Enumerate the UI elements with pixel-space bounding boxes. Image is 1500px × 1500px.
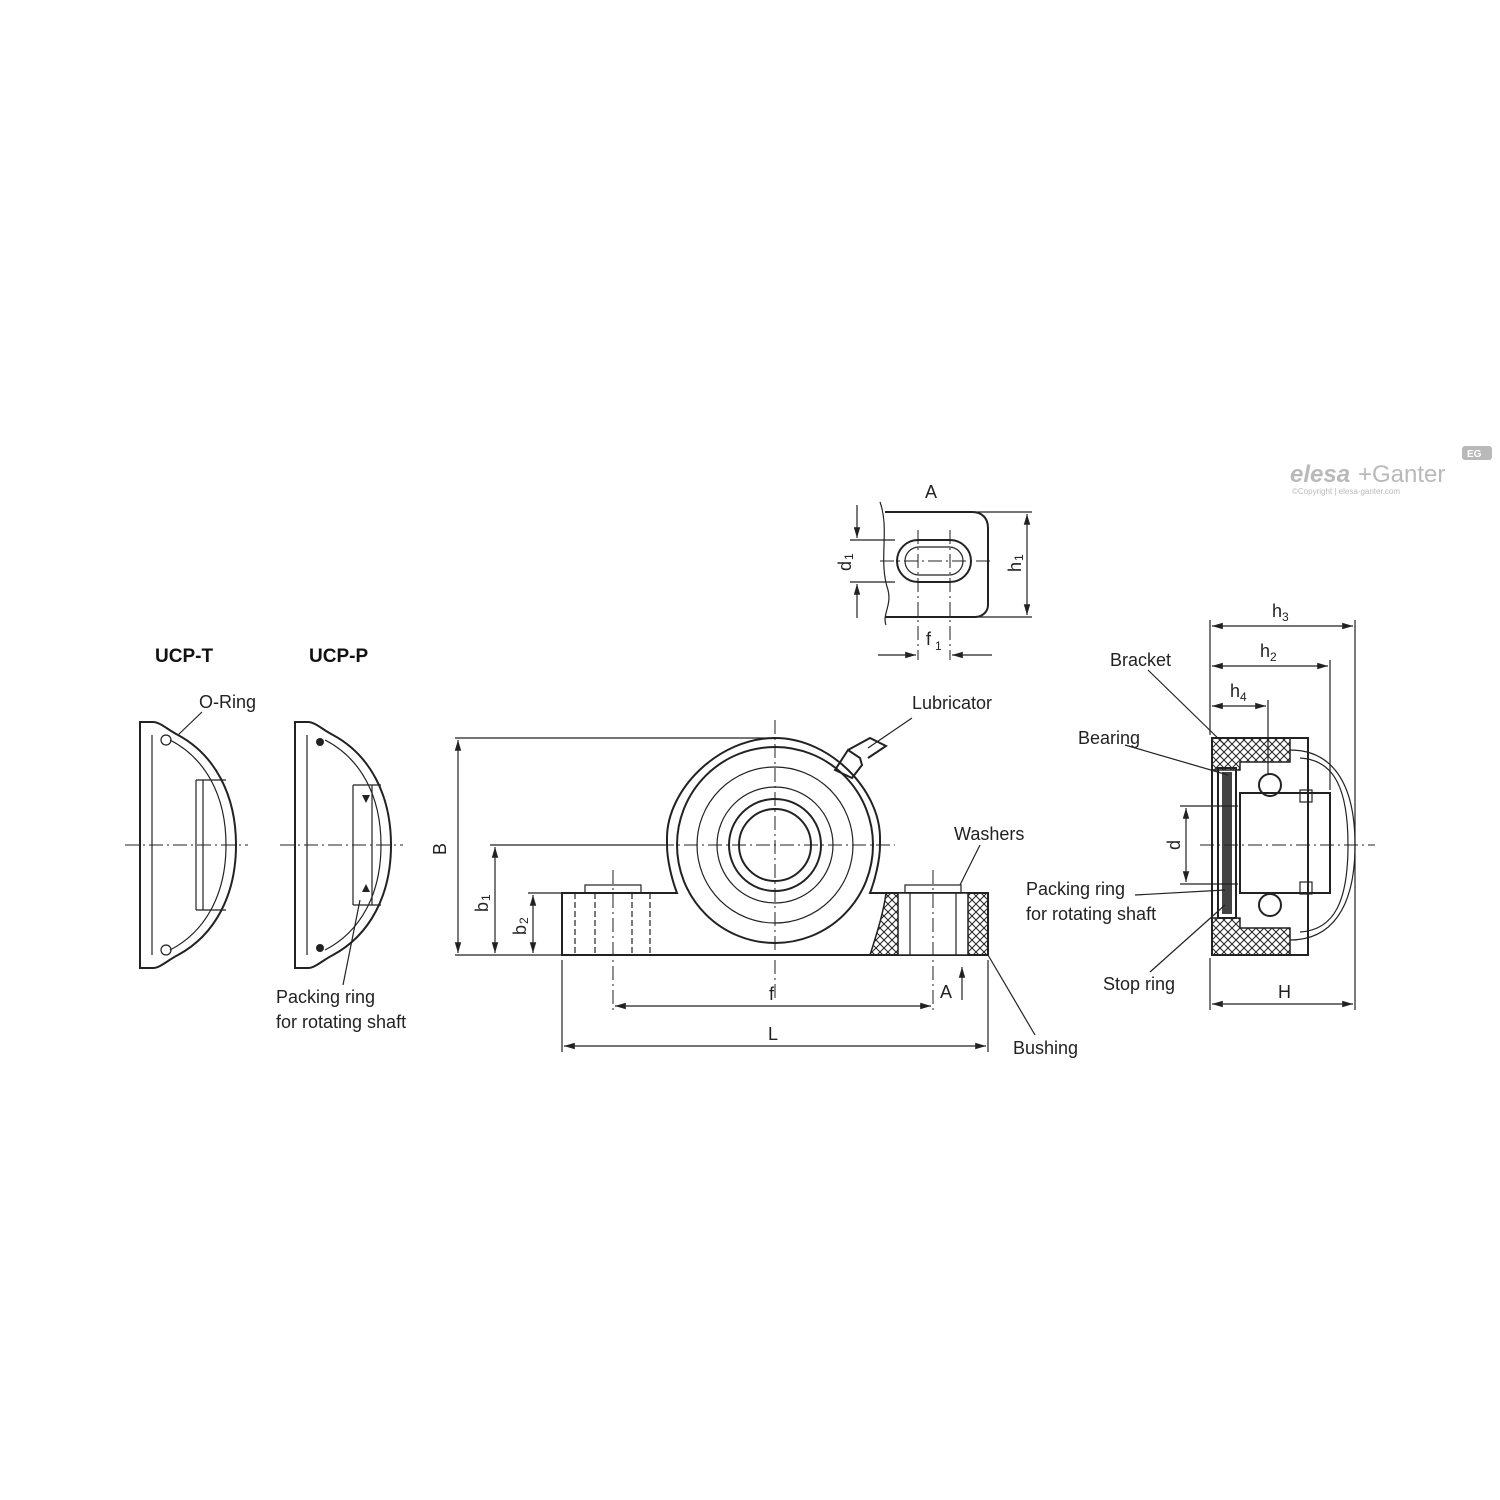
- ucp-t-outline: [139, 721, 238, 969]
- bracket-label: Bracket: [1110, 650, 1171, 670]
- dim-h1: h: [1005, 562, 1025, 572]
- ucp-p-title: UCP-P: [309, 646, 368, 667]
- ucp-p-outline: [294, 721, 393, 969]
- bearing-label: Bearing: [1078, 728, 1140, 748]
- dim-h2: h: [1260, 641, 1270, 661]
- bushing-label: Bushing: [1013, 1038, 1078, 1058]
- dim-d: d: [1164, 840, 1184, 850]
- bracket-bottom: [1211, 917, 1291, 956]
- washer-left: [584, 884, 642, 894]
- brand-logo: elesa +Ganter EG ©Copyright | elesa-gant…: [1290, 446, 1492, 496]
- washers-label: Washers: [954, 824, 1024, 844]
- svg-text:1: 1: [1012, 554, 1026, 561]
- dim-H: H: [1278, 982, 1291, 1002]
- logo-ganter: +Ganter: [1358, 461, 1445, 488]
- ucp-t-cap: UCP-T O-Ring: [125, 646, 256, 969]
- ball-top: [1258, 773, 1282, 797]
- packing-ring-right-label-1: Packing ring: [1026, 879, 1125, 899]
- packing-ring-leader: [342, 899, 361, 986]
- section-A-marker: A: [940, 982, 952, 1002]
- svg-text:2: 2: [517, 917, 531, 924]
- o-ring-top: [160, 734, 172, 746]
- o-ring-leader: [177, 711, 203, 736]
- o-ring-bottom: [160, 944, 172, 956]
- bracket-top: [1211, 737, 1291, 771]
- packing-ring-label-2: for rotating shaft: [276, 1012, 406, 1032]
- housing-outline: [561, 736, 989, 956]
- stop-ring-label: Stop ring: [1103, 974, 1175, 994]
- dim-d1: d: [835, 561, 855, 571]
- dim-h3: h: [1272, 601, 1282, 621]
- pillow-block-front-view: Lubricator Washers Bushing B b 1 b 2 f: [430, 693, 1078, 1058]
- svg-text:2: 2: [1270, 650, 1277, 664]
- dim-h4: h: [1230, 681, 1240, 701]
- packing-ring-label-1: Packing ring: [276, 987, 375, 1007]
- section-outline: [1211, 737, 1309, 956]
- washer-right: [904, 884, 962, 894]
- dim-f: f: [769, 984, 775, 1004]
- dim-b1: b: [472, 902, 492, 912]
- detail-A-title: A: [925, 482, 937, 502]
- packing-ring-right-label-2: for rotating shaft: [1026, 904, 1156, 924]
- ball-bottom: [1258, 893, 1282, 917]
- svg-text:4: 4: [1240, 690, 1247, 704]
- logo-elesa: elesa: [1290, 461, 1350, 488]
- logo-badge: [1462, 446, 1492, 460]
- ucp-p-cap: UCP-P Packing ring for rotating shaft: [276, 646, 406, 1032]
- lubricator: [833, 748, 864, 780]
- detail-A-slot: A d 1 h 1 f 1: [835, 482, 1032, 660]
- lubricator-label: Lubricator: [912, 693, 992, 713]
- o-ring-label: O-Ring: [199, 692, 256, 712]
- inner-sleeve: [1239, 792, 1331, 894]
- dim-f1: f: [926, 629, 932, 649]
- copyright-text: ©Copyright | elesa-ganter.com: [1292, 487, 1400, 496]
- dim-b2: b: [510, 925, 530, 935]
- svg-text:1: 1: [479, 894, 493, 901]
- dim-L: L: [768, 1024, 778, 1044]
- ucp-t-title: UCP-T: [155, 646, 213, 667]
- bearing-section-view: d h 3 h 2 h 4 H Bracket Bearing Packing …: [1026, 601, 1375, 1010]
- svg-text:1: 1: [842, 553, 856, 560]
- logo-badge-text: EG: [1467, 449, 1482, 460]
- svg-text:3: 3: [1282, 610, 1289, 624]
- svg-text:1: 1: [935, 639, 942, 653]
- packing-ring-marks: [362, 795, 370, 892]
- dim-B: B: [430, 843, 450, 855]
